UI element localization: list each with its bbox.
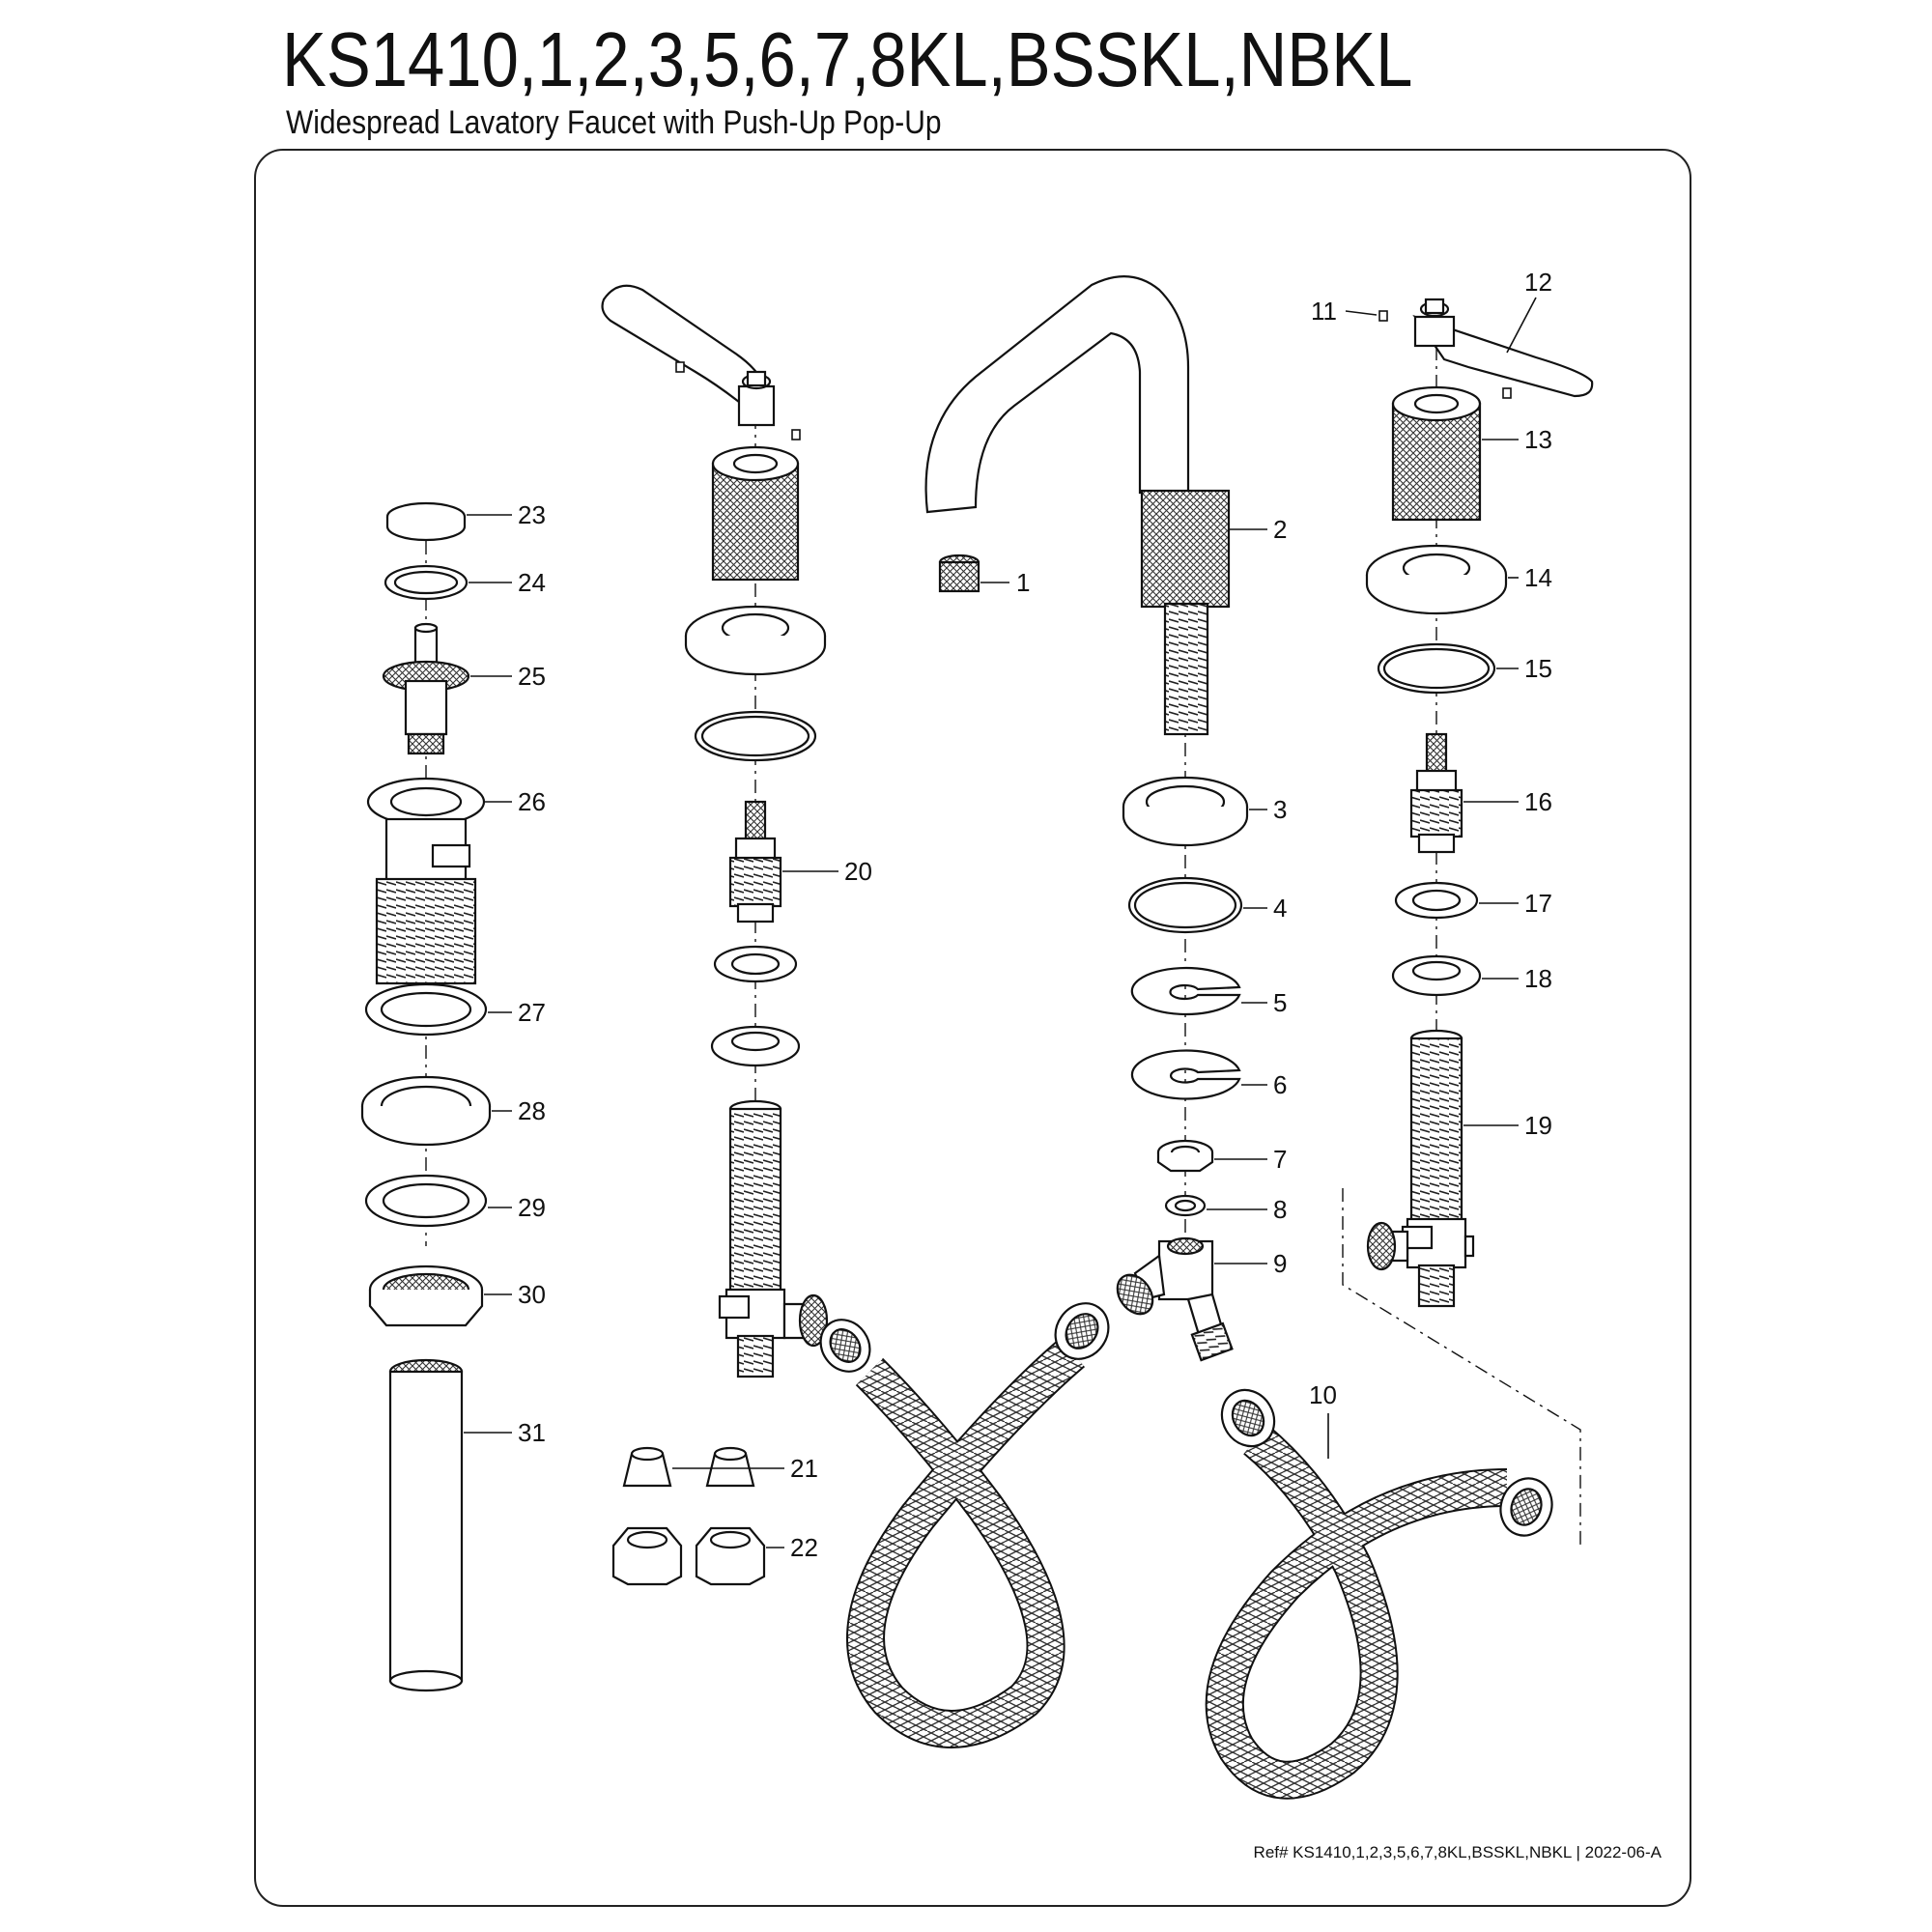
- tee-connector: [1116, 1236, 1234, 1362]
- right-valve-cartridge: [1409, 732, 1463, 854]
- callout-22: 22: [790, 1533, 818, 1562]
- aerator: [938, 554, 980, 593]
- compression-fittings: [611, 1446, 766, 1586]
- callout-30: 30: [518, 1280, 546, 1309]
- right-valve-body: [1366, 1029, 1475, 1308]
- callout-25: 25: [518, 662, 546, 691]
- reference-number: Ref# KS1410,1,2,3,5,6,7,8KL,BSSKL,NBKL |…: [1253, 1843, 1662, 1861]
- callout-2: 2: [1273, 515, 1287, 544]
- page-subtitle: Widespread Lavatory Faucet with Push-Up …: [286, 104, 942, 141]
- pop-up-cap: [385, 501, 467, 542]
- flange-gasket: [364, 982, 488, 1037]
- callout-27: 27: [518, 998, 546, 1027]
- left-valve-body: [718, 1099, 829, 1378]
- drain-washer: [360, 1075, 492, 1147]
- callout-17: 17: [1524, 889, 1552, 918]
- friction-gasket: [364, 1174, 488, 1228]
- callout-10: 10: [1309, 1380, 1337, 1409]
- left-knurled-sleeve: [711, 445, 800, 582]
- drain-assembly: [360, 501, 492, 1692]
- left-handle-valve-assembly: [601, 284, 829, 1378]
- drain-body: [366, 777, 486, 985]
- callout-18: 18: [1524, 964, 1552, 993]
- callout-19: 19: [1524, 1111, 1552, 1140]
- right-lever-handle: [1378, 298, 1594, 399]
- diagram-frame: [254, 149, 1691, 1907]
- callout-4: 4: [1273, 894, 1287, 923]
- callout-21: 21: [790, 1454, 818, 1483]
- left-lever-handle: [601, 284, 801, 440]
- callout-1: 1: [1016, 568, 1030, 597]
- spout-mounting-nut: [1156, 1139, 1214, 1173]
- supply-hoses: [819, 1302, 1553, 1800]
- callout-24: 24: [518, 568, 546, 597]
- right-knurled-sleeve: [1391, 385, 1482, 522]
- callout-28: 28: [518, 1096, 546, 1125]
- right-escutcheon: [1365, 544, 1508, 615]
- right-handle-valve-assembly: [1342, 298, 1594, 1546]
- callout-20: 20: [844, 857, 872, 886]
- callout-3: 3: [1273, 795, 1287, 824]
- left-escutcheon: [684, 605, 827, 676]
- callout-9: 9: [1273, 1249, 1287, 1278]
- drain-locknut: [368, 1264, 484, 1327]
- page-title: KS1410,1,2,3,5,6,7,8KL,BSSKL,NBKL: [282, 16, 1413, 102]
- callout-12: 12: [1524, 268, 1552, 297]
- callout-31: 31: [518, 1418, 546, 1447]
- spout-base-washer: [1122, 776, 1249, 847]
- horseshoe-washer-lower: [1130, 1049, 1241, 1100]
- leader-lines: [464, 297, 1537, 1548]
- callout-6: 6: [1273, 1070, 1287, 1099]
- callout-5: 5: [1273, 988, 1287, 1017]
- cap-seal-ring: [384, 564, 469, 601]
- callout-26: 26: [518, 787, 546, 816]
- left-valve-cartridge: [728, 800, 782, 923]
- callout-16: 16: [1524, 787, 1552, 816]
- callout-23: 23: [518, 500, 546, 529]
- callout-11: 11: [1311, 297, 1337, 326]
- callout-labels: 1 2 3 4 5 6 7 8 9 10 11 12 13 14 15 16 1…: [518, 268, 1552, 1562]
- callout-29: 29: [518, 1193, 546, 1222]
- drain-tailpiece: [388, 1358, 464, 1692]
- callout-14: 14: [1524, 563, 1552, 592]
- spout-assembly: [924, 275, 1249, 1362]
- callout-13: 13: [1524, 425, 1552, 454]
- push-up-mechanism: [382, 622, 470, 755]
- callout-15: 15: [1524, 654, 1552, 683]
- horseshoe-washer-upper: [1130, 966, 1241, 1016]
- callout-7: 7: [1273, 1145, 1287, 1174]
- callout-8: 8: [1273, 1195, 1287, 1224]
- spout: [924, 275, 1231, 736]
